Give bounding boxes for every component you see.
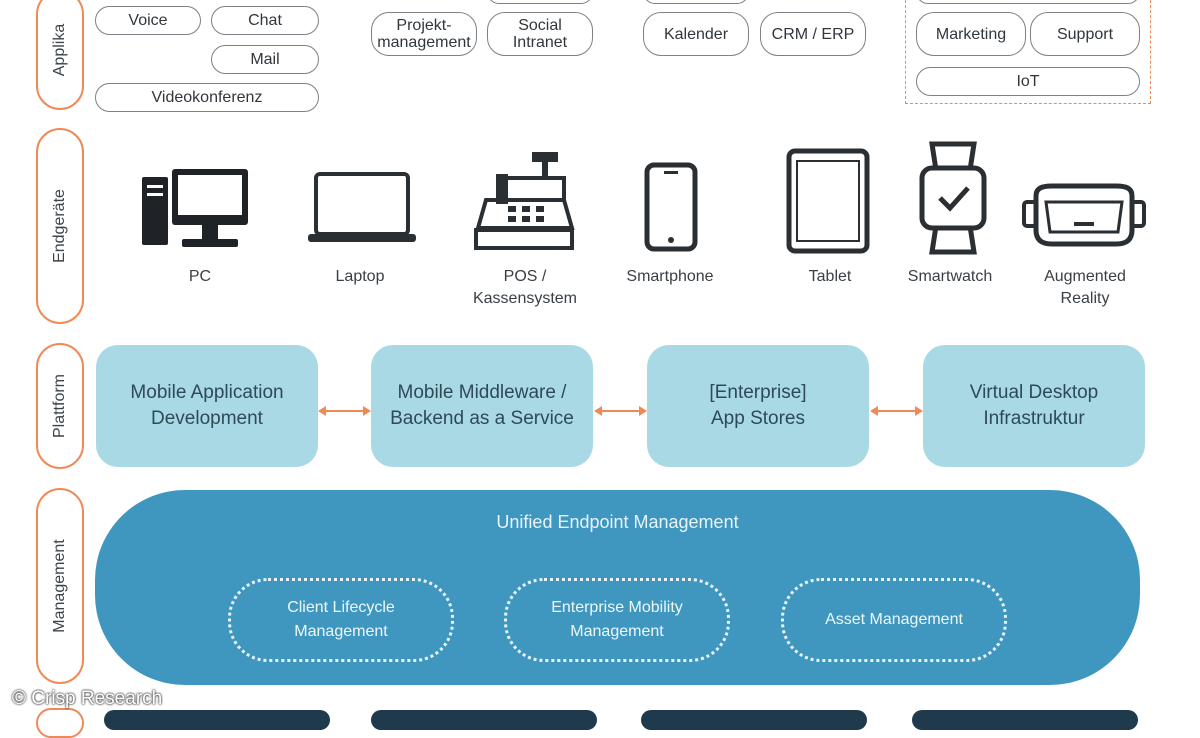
device-label-smartphone: Smartphone [626, 268, 714, 285]
app-top-stub-3 [643, 0, 749, 4]
bottom-bar-1 [104, 710, 330, 730]
device-label-smartwatch: Smartwatch [907, 268, 993, 285]
rail-bottom [36, 708, 84, 738]
laptop-icon [308, 172, 416, 242]
bottom-bar-4 [912, 710, 1138, 730]
app-social-intranet: Social Intranet [487, 12, 593, 56]
tablet-icon [786, 148, 870, 254]
rail-label: Plattform [51, 373, 68, 439]
copyright-credit: © Crisp Research [12, 688, 163, 709]
management-enterprise-mobility: Enterprise Mobility Management [504, 578, 730, 662]
device-label-ar: Augmented Reality [1044, 268, 1126, 307]
app-videokonferenz: Videokonferenz [95, 83, 319, 112]
app-crm-erp: CRM / ERP [760, 12, 866, 56]
management-client-lifecycle: Client Lifecycle Management [228, 578, 454, 662]
device-label-laptop: Laptop [335, 268, 385, 285]
platform-mobile-app-dev: Mobile Application Development [96, 345, 318, 467]
platform-app-stores: [Enterprise] App Stores [647, 345, 869, 467]
smartphone-icon [644, 162, 698, 252]
cash-register-icon [474, 152, 575, 250]
app-voice: Voice [95, 6, 201, 35]
rail-label: Endgeräte [51, 189, 68, 263]
app-mail: Mail [211, 45, 319, 74]
app-top-stub-4 [916, 0, 1140, 4]
bottom-bar-3 [641, 710, 867, 730]
app-projektmanagement: Projekt- management [371, 12, 477, 56]
pc-icon [142, 169, 248, 247]
app-kalender: Kalender [643, 12, 749, 56]
app-chat: Chat [211, 6, 319, 35]
unified-endpoint-management: Unified Endpoint Management Client Lifec… [95, 490, 1140, 685]
rail-label: Management [51, 539, 68, 633]
rail-management: Management [36, 488, 84, 684]
app-iot: IoT [916, 67, 1140, 96]
platform-vdi: Virtual Desktop Infrastruktur [923, 345, 1145, 467]
app-support: Support [1030, 12, 1140, 56]
ar-headset-icon [1022, 183, 1146, 247]
platform-middleware-baas: Mobile Middleware / Backend as a Service [371, 345, 593, 467]
app-dashed-group [905, 0, 1151, 104]
management-asset: Asset Management [781, 578, 1007, 662]
rail-endgeraete: Endgeräte [36, 128, 84, 324]
rail-plattform: Plattform [36, 343, 84, 469]
management-title: Unified Endpoint Management [496, 512, 739, 532]
app-top-stub-2 [487, 0, 593, 4]
double-arrow-icon [318, 406, 371, 416]
rail-applikationen: Applika [36, 0, 84, 110]
double-arrow-icon [870, 406, 923, 416]
double-arrow-icon [594, 406, 647, 416]
device-label-pos: POS / Kassensystem [472, 268, 578, 307]
device-label-tablet: Tablet [808, 268, 852, 285]
smartwatch-icon [919, 141, 987, 255]
bottom-bar-2 [371, 710, 597, 730]
device-label-pc: PC [188, 268, 212, 285]
rail-label: Applika [51, 23, 68, 77]
app-marketing: Marketing [916, 12, 1026, 56]
